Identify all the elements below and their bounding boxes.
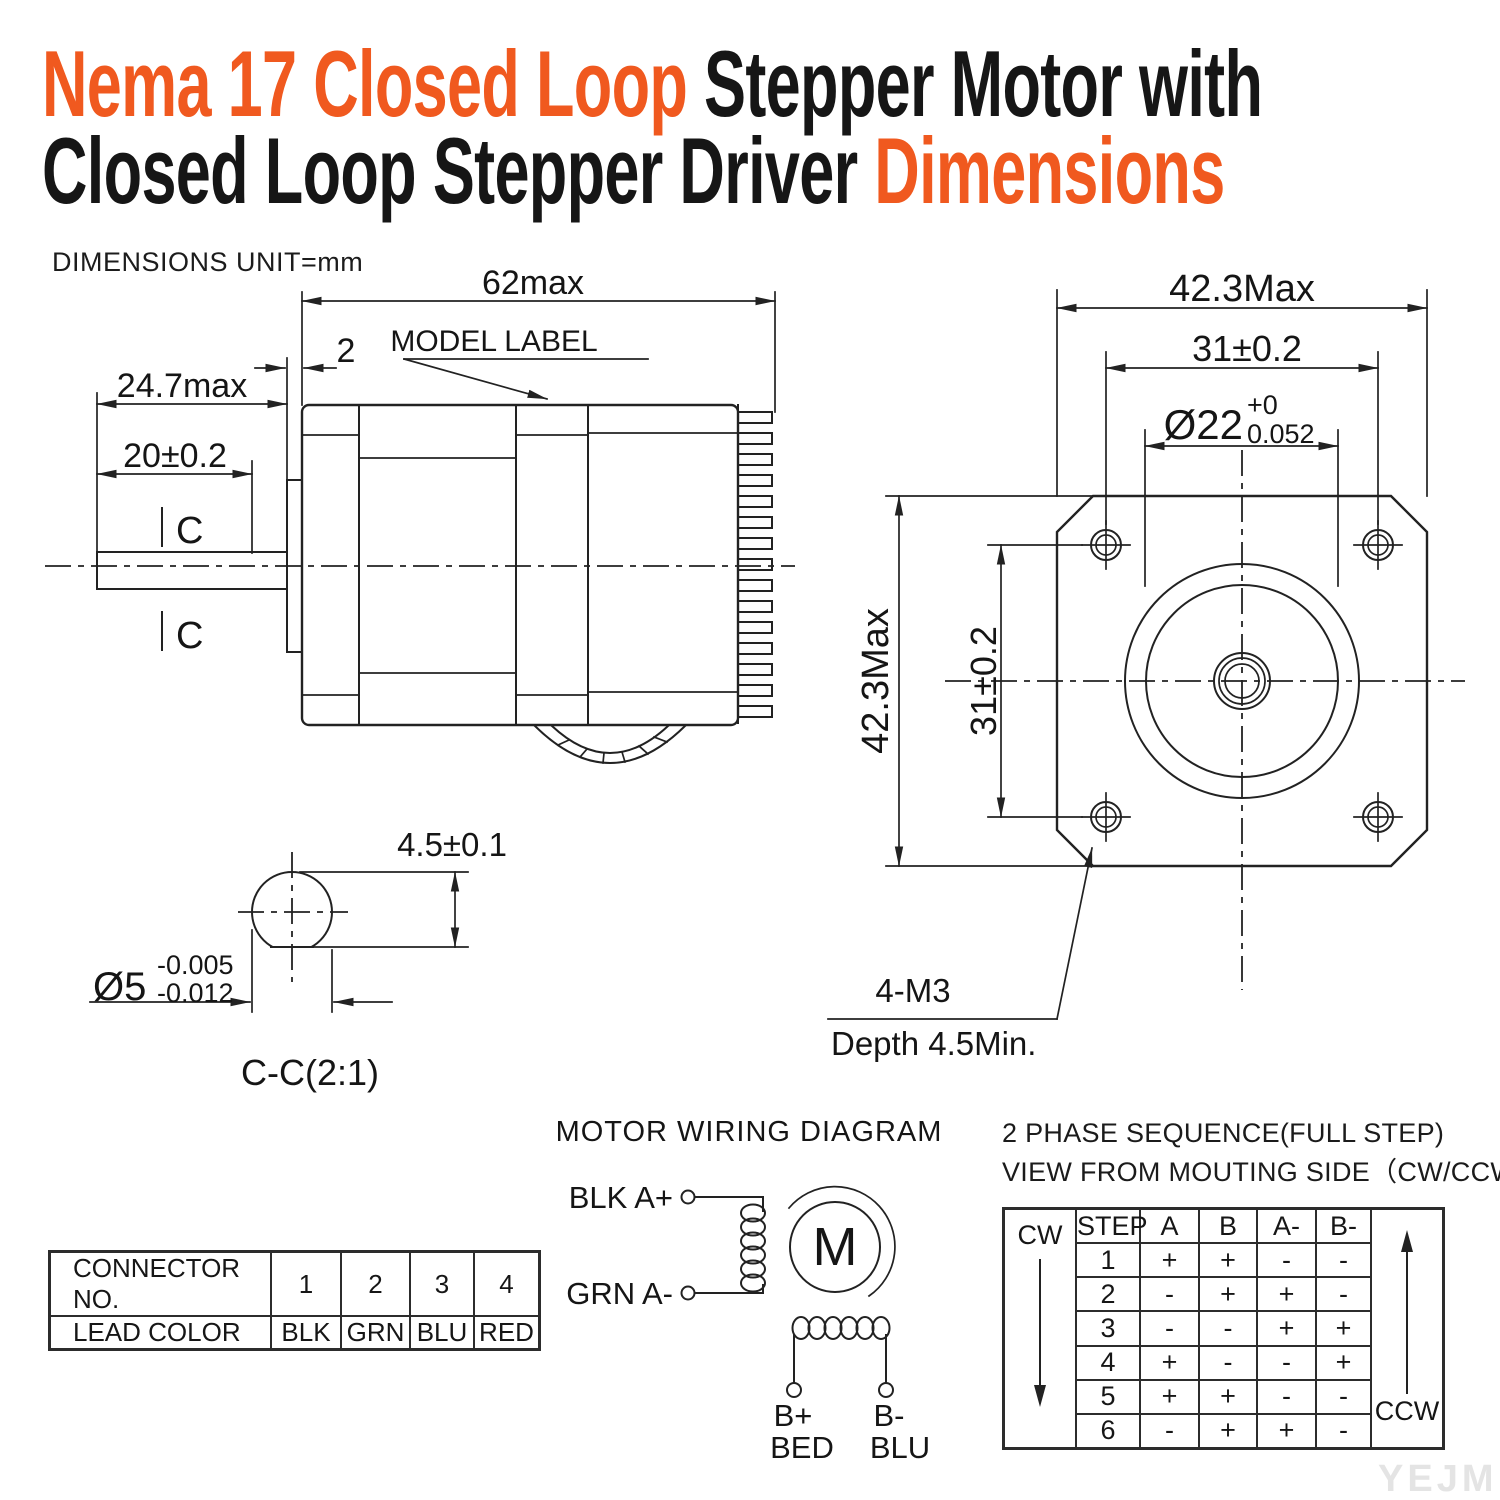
connector-4: 4	[473, 1250, 541, 1317]
lead-color-label: LEAD COLOR	[48, 1315, 272, 1351]
cw-down-arrow-icon	[1034, 1259, 1046, 1407]
mount-hole-bottom-left	[1081, 792, 1131, 842]
phase-a-coil	[740, 1203, 766, 1293]
ccw-up-arrow-icon	[1401, 1230, 1413, 1394]
title-black-2: Closed Loop Stepper Driver	[42, 118, 875, 223]
table-header-row: CW STEP A B A- B- CCW	[1002, 1207, 1445, 1450]
wiring-title: MOTOR WIRING DIAGRAM	[556, 1116, 943, 1148]
section-view-drawing: 4.5±0.1 Ø5 -0.005 -0.012 C-C(2:1)	[89, 826, 507, 1093]
cw-column: CW	[1002, 1207, 1077, 1450]
dim-shaft-diameter: Ø5	[93, 965, 146, 1009]
connector-no-label: CONNECTOR NO.	[48, 1250, 272, 1317]
header-a: A	[1139, 1207, 1200, 1245]
connector-3: 3	[409, 1250, 475, 1317]
motor-body	[300, 403, 740, 727]
terminal-a-minus	[680, 1285, 696, 1301]
dim-pilot-tol-upper: +0	[1247, 390, 1278, 420]
side-view-drawing: C C 24.7max 20±0.2 2 62max MODEL LABEL	[45, 264, 795, 764]
title-accent-2: Dimensions	[874, 118, 1225, 223]
connector-table: CONNECTOR NO. 1 2 3 4 LEAD COLOR BLK GRN…	[48, 1250, 541, 1351]
ccw-label: CCW	[1374, 1396, 1440, 1426]
terminal-b-minus	[878, 1382, 894, 1398]
watermark: YEJMKJ	[1378, 1458, 1500, 1500]
header-a-minus: A-	[1256, 1207, 1317, 1245]
lead-color-4: RED	[473, 1315, 541, 1351]
terminal-b-plus	[786, 1382, 802, 1398]
dim-plate-height: 42.3Max	[855, 608, 897, 754]
dim-shaft-tol-upper: -0.005	[157, 950, 234, 980]
dim-overall-length: 62max	[482, 264, 584, 302]
table-row: 5++--	[1004, 1378, 1444, 1415]
motor-symbol-letter: M	[813, 1217, 858, 1277]
phase-b-coil	[791, 1316, 891, 1340]
table-row: 2-++-	[1004, 1276, 1444, 1313]
lead-a-minus: GRN A-	[566, 1276, 673, 1311]
table-row: 1++--	[1004, 1242, 1444, 1279]
heatsink-fins	[737, 404, 773, 724]
ccw-column: CCW	[1370, 1207, 1445, 1450]
title-line-1: Nema 17 Closed Loop Stepper Motor with	[42, 37, 1382, 131]
lead-b-plus: B+	[774, 1398, 813, 1433]
mounting-plate	[1055, 494, 1429, 868]
mount-depth-callout: Depth 4.5Min.	[831, 1025, 1036, 1062]
header-step: STEP	[1075, 1207, 1148, 1245]
table-row: CONNECTOR NO. 1 2 3 4	[48, 1250, 541, 1317]
terminal-a-plus	[680, 1189, 696, 1205]
table-row: 3--++	[1004, 1310, 1444, 1347]
lead-b-minus-color: BLU	[870, 1430, 930, 1465]
dim-hole-pitch-h: 31±0.2	[1192, 328, 1302, 369]
mount-holes-callout: 4-M3	[875, 972, 950, 1009]
cw-label: CW	[1017, 1220, 1063, 1250]
dim-shaft-flat: 4.5±0.1	[397, 826, 507, 863]
mount-hole-top-left	[1081, 520, 1131, 570]
connector-2: 2	[340, 1250, 411, 1317]
dim-boss-protrusion: 2	[337, 332, 356, 370]
dim-shaft-length: 24.7max	[117, 367, 247, 405]
table-row: 6-++-	[1004, 1412, 1444, 1450]
header-b-minus: B-	[1315, 1207, 1372, 1245]
motor-symbol-circle	[789, 1201, 881, 1293]
phase-sequence-subtitle: VIEW FROM MOUTING SIDE（CW/CCW）	[1002, 1157, 1500, 1187]
connector-1: 1	[270, 1250, 342, 1317]
wiring-diagram: MOTOR WIRING DIAGRAM BLK A+ GRN A- M	[556, 1116, 943, 1465]
front-view-drawing: 42.3Max 31±0.2 Ø22 +0 0.052 42.3Max 31±0…	[827, 268, 1465, 1062]
title-accent-1: Nema 17 Closed Loop	[42, 31, 688, 136]
dim-plate-width: 42.3Max	[1169, 268, 1315, 310]
dim-shaft-flat-length: 20±0.2	[123, 437, 227, 475]
lead-b-minus: B-	[874, 1398, 905, 1433]
table-row: LEAD COLOR BLK GRN BLU RED	[48, 1315, 541, 1351]
mount-hole-bottom-right	[1353, 792, 1403, 842]
section-marker-bottom: C	[176, 615, 203, 657]
dimensions-unit-note: DIMENSIONS UNIT=mm	[52, 247, 364, 277]
table-row: 4+--+	[1004, 1344, 1444, 1381]
dim-hole-pitch-v: 31±0.2	[963, 626, 1004, 736]
title-line-2: Closed Loop Stepper Driver Dimensions	[42, 124, 1382, 218]
rotation-arc	[787, 1185, 896, 1298]
lead-color-1: BLK	[270, 1315, 342, 1351]
lead-color-3: BLU	[409, 1315, 475, 1351]
phase-sequence-title: 2 PHASE SEQUENCE(FULL STEP)	[1002, 1118, 1445, 1148]
model-label-callout: MODEL LABEL	[390, 325, 597, 358]
lead-b-plus-color: BED	[770, 1430, 834, 1465]
page-title: Nema 17 Closed Loop Stepper Motor with C…	[42, 37, 1382, 218]
header-b: B	[1198, 1207, 1258, 1245]
lead-a-plus: BLK A+	[569, 1180, 673, 1215]
mount-hole-top-right	[1353, 520, 1403, 570]
dim-pilot-tol-lower: 0.052	[1247, 419, 1315, 449]
lead-color-2: GRN	[340, 1315, 411, 1351]
title-black-1: Stepper Motor with	[687, 31, 1263, 136]
dim-pilot-dia: Ø22	[1164, 401, 1243, 448]
section-caption: C-C(2:1)	[241, 1052, 379, 1093]
dim-shaft-tol-lower: -0.012	[157, 978, 234, 1008]
section-marker-top: C	[176, 510, 203, 552]
phase-sequence-table: CW STEP A B A- B- CCW	[1002, 1207, 1445, 1450]
